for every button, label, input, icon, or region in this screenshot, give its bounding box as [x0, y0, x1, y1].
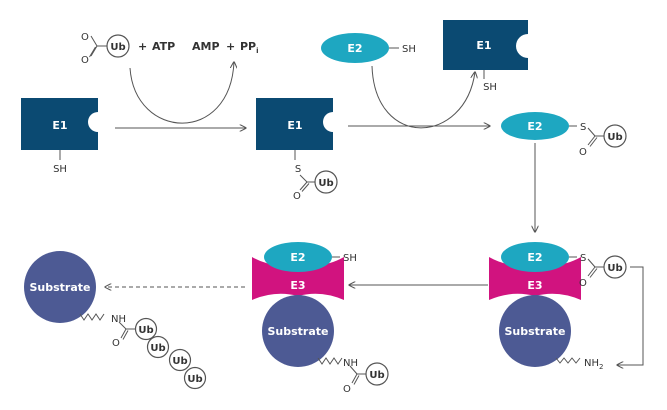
atp-label: ATP: [152, 40, 175, 53]
lysine-chain: [555, 357, 581, 364]
ubiquitin-label: Ub: [150, 343, 165, 354]
oxygen-label: O: [112, 338, 120, 349]
ubiquitin-circle: [106, 34, 130, 58]
oxygen-label: O: [293, 191, 301, 202]
e2-enzyme: [501, 242, 569, 272]
amide-label: NH: [111, 314, 126, 325]
amide-label: NH: [343, 358, 358, 369]
ubiquitin-circle: [314, 170, 338, 194]
ubiquitin-circle: [146, 335, 170, 359]
e1-label: E1: [52, 119, 67, 132]
thiol-label: SH: [483, 82, 497, 93]
substrate: [24, 251, 96, 323]
e2-transfer-curve-arrow: [371, 65, 475, 129]
e2-label: E2: [290, 251, 305, 264]
pp-text: PP: [240, 40, 256, 53]
e2-label: E2: [527, 251, 542, 264]
e1-enzyme: [443, 20, 528, 70]
e2-enzyme: [321, 33, 389, 63]
sulfur-label: S: [295, 164, 301, 175]
e1-label: E1: [476, 39, 491, 52]
ppi-label: PPi: [240, 40, 259, 55]
oxygen-label: O: [81, 55, 89, 66]
substrate-label: Substrate: [268, 325, 329, 338]
nh-text: NH: [584, 358, 599, 369]
e1-enzyme: [21, 98, 98, 150]
ub-carboxylate-top: O O Ub: [81, 32, 130, 66]
plus-sign: +: [138, 40, 147, 53]
lysine-chain: [79, 313, 105, 321]
plus-sign: +: [226, 40, 235, 53]
substrate-label: Substrate: [505, 325, 566, 338]
ubiquitin-label: Ub: [138, 325, 153, 336]
amine-label: NH2: [584, 358, 603, 371]
ubiquitin-circle: [134, 317, 158, 341]
ubiquitin-label: Ub: [607, 263, 622, 274]
substrate: [499, 295, 571, 367]
ubiquitin-label: Ub: [172, 356, 187, 367]
e2-enzyme: [501, 112, 569, 140]
sulfur-label: S: [580, 253, 586, 264]
e2-label: E2: [527, 120, 542, 133]
ubiquitin-circle: [168, 348, 192, 372]
oxygen-label: O: [81, 32, 89, 43]
e2-enzyme: [264, 242, 332, 272]
amp-label: AMP: [192, 40, 220, 53]
substrate-label: Substrate: [30, 281, 91, 294]
oxygen-label: O: [343, 384, 351, 395]
e1-enzyme: [256, 98, 333, 150]
nh-subscript: 2: [599, 363, 603, 371]
thiol-label: SH: [53, 164, 67, 175]
oxygen-label: O: [579, 147, 587, 158]
ubiquitin-label: Ub: [607, 132, 622, 143]
ubiquitin-label: Ub: [187, 374, 202, 385]
e1-label: E1: [287, 119, 302, 132]
ubiquitin-label: Ub: [318, 178, 333, 189]
e3-label: E3: [527, 279, 542, 292]
pp-subscript: i: [256, 47, 258, 55]
lysine-chain: [317, 357, 343, 365]
oxygen-label: O: [579, 278, 587, 289]
ubiquitin-label: Ub: [369, 370, 384, 381]
attack-arrow: [617, 266, 644, 365]
ubiquitin-circle: [183, 366, 207, 390]
sulfur-label: S: [580, 122, 586, 133]
ubiquitin-circle: [603, 124, 627, 148]
ubiquitin-label: Ub: [110, 42, 125, 53]
ubiquitin-circle: [365, 362, 389, 386]
e2-label: E2: [347, 42, 362, 55]
substrate: [262, 295, 334, 367]
thiol-label: SH: [402, 44, 416, 55]
atp-curve-arrow: [129, 62, 234, 124]
thiol-label: SH: [343, 253, 357, 264]
e3-label: E3: [290, 279, 305, 292]
ubiquitin-circle: [603, 255, 627, 279]
